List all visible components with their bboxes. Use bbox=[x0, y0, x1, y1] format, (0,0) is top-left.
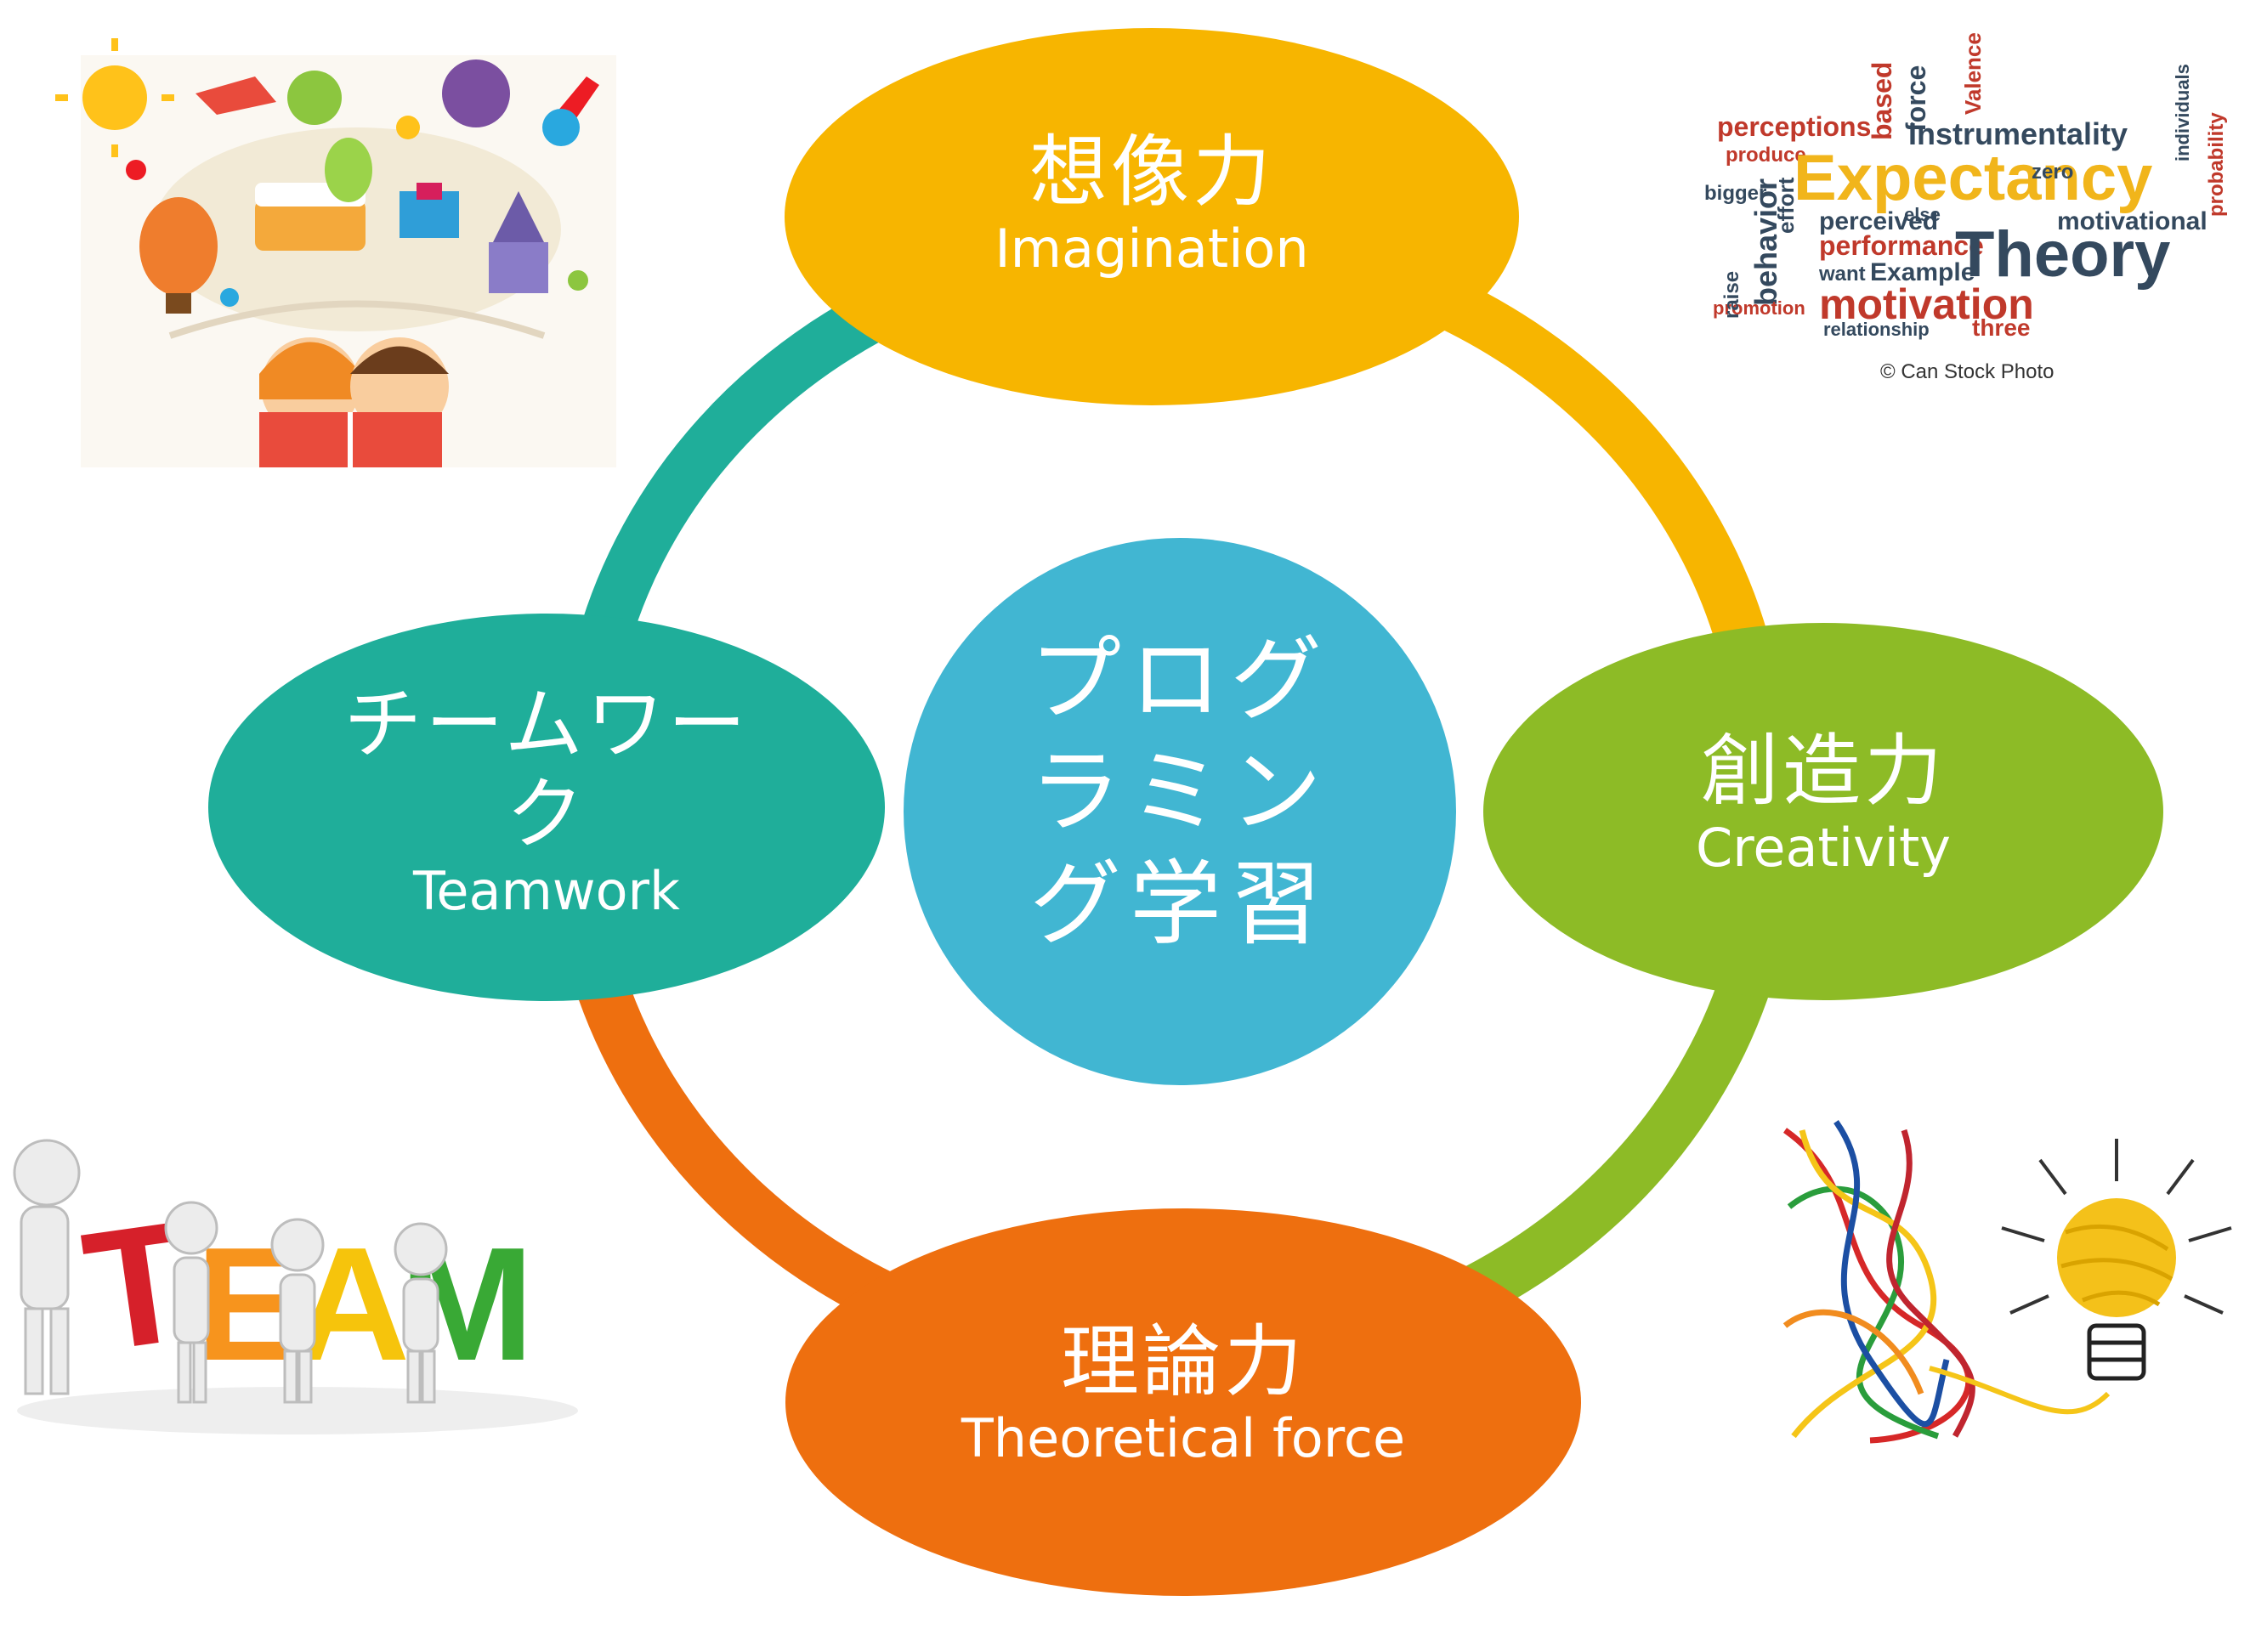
ring-arc-imagination-creativity bbox=[1385, 255, 1777, 682]
word-cloud-word: behavior bbox=[1748, 178, 1783, 306]
creativity-label-group: 創造力 Creativity bbox=[1590, 727, 2057, 880]
theory-jp-label: 理論力 bbox=[1060, 1316, 1306, 1407]
word-cloud-word: performance bbox=[1819, 230, 1984, 261]
word-cloud-word: raise bbox=[1720, 271, 1743, 319]
creativity-jp-label: 創造力 bbox=[1700, 726, 1946, 817]
teamwork-jp-label: チームワーク bbox=[343, 679, 750, 860]
imagination-jp-label: 想像力 bbox=[1029, 127, 1274, 218]
word-cloud-word: perceived bbox=[1819, 207, 1938, 235]
teamwork-label-group: チームワーク Teamwork bbox=[319, 680, 774, 923]
word-cloud-words: perceptions Instrumentality produceExpecta… bbox=[1704, 32, 2228, 341]
word-cloud-word: probability bbox=[2205, 112, 2228, 217]
center-node bbox=[904, 538, 1456, 1085]
node-theory bbox=[785, 1208, 1581, 1596]
word-cloud-word: individuals bbox=[2172, 64, 2193, 161]
word-cloud-image: perceptions Instrumentality produceExpecta… bbox=[1700, 32, 2236, 393]
word-cloud-word: three bbox=[1972, 314, 2030, 341]
node-creativity bbox=[1483, 623, 2163, 1000]
word-cloud-word: motivation bbox=[1819, 280, 2034, 328]
imagination-illustration bbox=[55, 38, 616, 467]
theory-label-group: 理論力 Theoretical force bbox=[928, 1317, 1438, 1470]
word-cloud-word: motivational bbox=[2057, 207, 2207, 235]
word-cloud-word: produce bbox=[1726, 144, 1806, 167]
word-cloud-word: Expectancy bbox=[1794, 142, 2152, 214]
node-teamwork bbox=[208, 614, 885, 1001]
word-cloud-word: promotion bbox=[1713, 297, 1805, 319]
word-cloud-word: based bbox=[1867, 62, 1897, 140]
word-cloud-word: bigger bbox=[1704, 182, 1766, 205]
word-cloud-word: Example bbox=[1870, 258, 1975, 286]
teamwork-en-label: Teamwork bbox=[413, 859, 680, 922]
imagination-en-label: Imagination bbox=[995, 217, 1309, 280]
node-imagination bbox=[785, 28, 1519, 405]
word-cloud-word: want bbox=[1818, 263, 1866, 286]
creativity-en-label: Creativity bbox=[1695, 816, 1951, 879]
image-credit: © Can Stock Photo bbox=[1880, 360, 2054, 383]
word-cloud-word: perceptions bbox=[1717, 111, 1871, 142]
word-cloud-word: force bbox=[1901, 65, 1931, 132]
word-cloud-word: relationship bbox=[1823, 319, 1930, 340]
word-cloud-word: else bbox=[1904, 204, 1941, 225]
imagination-label-group: 想像力 Imagination bbox=[918, 127, 1386, 280]
word-cloud-word: Instrumentality bbox=[1908, 116, 2128, 151]
word-cloud-word: effort bbox=[1773, 177, 1799, 234]
word-cloud-word: Valence bbox=[1960, 32, 1986, 115]
word-cloud-word: Theory bbox=[1955, 218, 2170, 291]
word-cloud-word: zero bbox=[2032, 161, 2073, 184]
creativity-illustration bbox=[1781, 1119, 2253, 1444]
theory-en-label: Theoretical force bbox=[961, 1406, 1406, 1469]
center-title: プログラミング学習 bbox=[1029, 627, 1330, 958]
team-illustration: T E A M bbox=[13, 1139, 578, 1434]
